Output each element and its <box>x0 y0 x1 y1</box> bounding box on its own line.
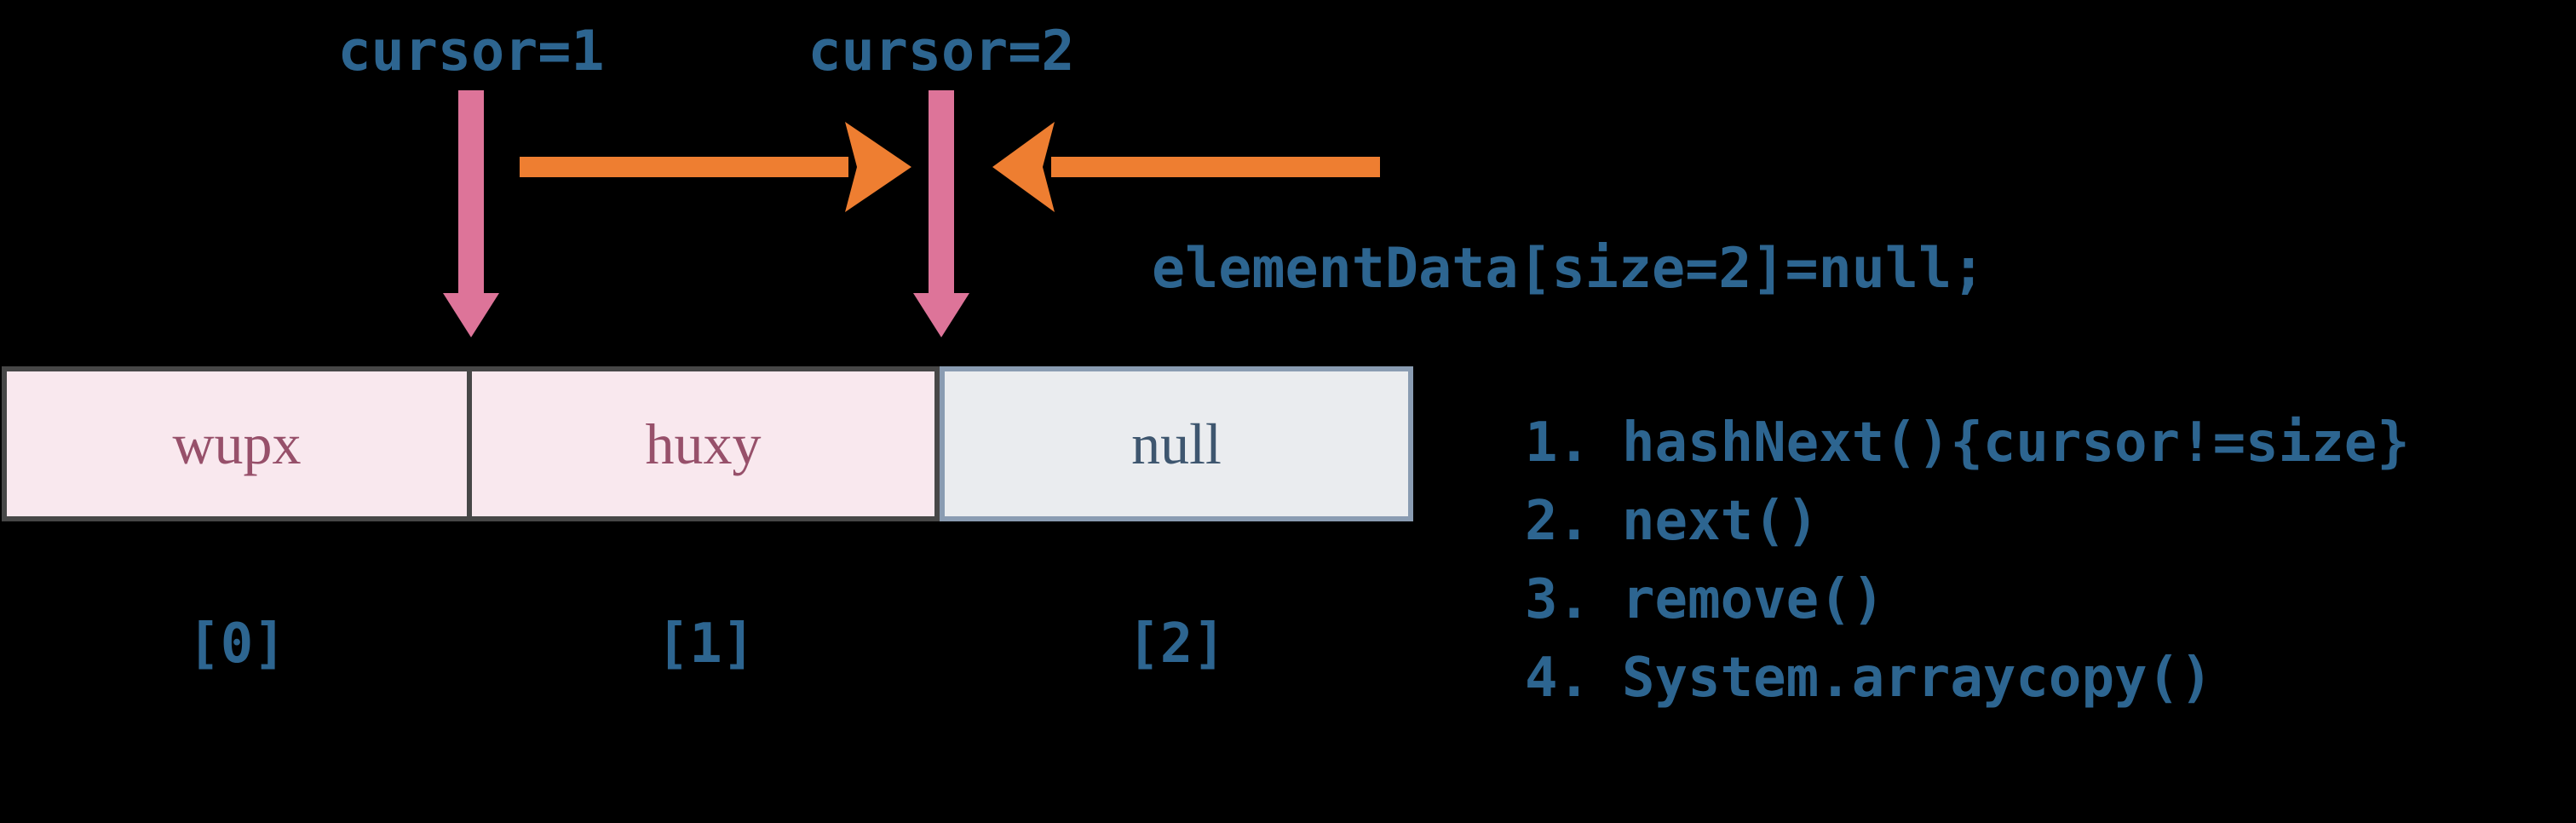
step-1-number: 1. <box>1525 412 1591 475</box>
index-label-1: [1] <box>656 613 756 676</box>
steps-list: 1. hashNext(){cursor!=size} 2. next() 3.… <box>1525 404 2410 717</box>
cursor-1-down-arrow-icon <box>443 90 499 337</box>
shift-left-arrow-icon <box>992 122 1380 212</box>
shift-right-arrow-icon <box>520 122 911 212</box>
step-4-number: 4. <box>1525 647 1591 710</box>
index-label-2: [2] <box>1127 613 1226 676</box>
step-2-number: 2. <box>1525 490 1591 553</box>
array-cell-0: wupx <box>2 366 472 521</box>
index-label-0: [0] <box>187 613 286 676</box>
array-cell-0-value: wupx <box>172 411 302 476</box>
step-2: 2. next() <box>1525 482 2410 561</box>
cursor-2-label: cursor=2 <box>808 20 1075 83</box>
cursor-2-down-arrow-icon <box>913 90 969 337</box>
index-labels: [0] [1] [2] <box>2 610 1413 678</box>
array-cell-2: null <box>940 366 1413 521</box>
cursor-1-label: cursor=1 <box>337 20 605 83</box>
array-cell-2-value: null <box>1131 411 1222 476</box>
step-3-number: 3. <box>1525 568 1591 631</box>
step-3: 3. remove() <box>1525 561 2410 639</box>
step-1: 1. hashNext(){cursor!=size} <box>1525 404 2410 482</box>
step-4-text: System.arraycopy() <box>1622 647 2213 710</box>
step-1-text: hashNext(){cursor!=size} <box>1622 412 2410 475</box>
array-cell-1-value: huxy <box>645 411 762 476</box>
array-cell-1: huxy <box>472 366 940 521</box>
step-4: 4. System.arraycopy() <box>1525 639 2410 717</box>
step-2-text: next() <box>1622 490 1820 553</box>
step-3-text: remove() <box>1622 568 1885 631</box>
element-data-null-annotation: elementData[size=2]=null; <box>1152 237 1986 301</box>
array-cells: wupx huxy null <box>2 366 1413 521</box>
